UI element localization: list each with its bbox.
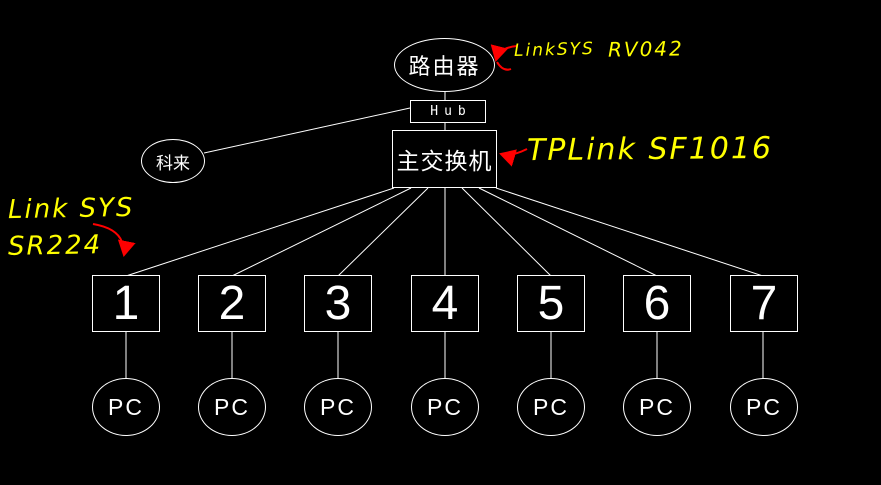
access-box-label: 5 xyxy=(537,277,565,330)
link-monitor-hub xyxy=(203,107,411,154)
annotation-access-model: SR224 xyxy=(7,230,103,262)
access-box-label: 2 xyxy=(218,277,246,330)
red-annotation-arrows xyxy=(92,44,528,257)
pc-node-5: PC xyxy=(517,378,585,436)
hub-node: Hub xyxy=(410,100,486,123)
access-box-6: 6 xyxy=(623,275,691,332)
pc-label: PC xyxy=(746,393,782,420)
access-box-3: 3 xyxy=(304,275,372,332)
link-switch-5 xyxy=(461,187,552,277)
pc-node-1: PC xyxy=(92,378,160,436)
pc-node-4: PC xyxy=(411,378,479,436)
pc-label: PC xyxy=(214,393,250,420)
access-box-label: 6 xyxy=(643,277,671,330)
annotation-router-model: RV042 xyxy=(607,36,684,62)
access-box-5: 5 xyxy=(517,275,585,332)
pc-label: PC xyxy=(108,393,144,420)
pc-node-6: PC xyxy=(623,378,691,436)
access-box-label: 3 xyxy=(324,277,352,330)
pc-label: PC xyxy=(320,393,356,420)
pc-node-3: PC xyxy=(304,378,372,436)
link-switch-6 xyxy=(478,187,658,277)
access-box-label: 7 xyxy=(750,277,778,330)
access-box-7: 7 xyxy=(730,275,798,332)
pc-label: PC xyxy=(533,393,569,420)
monitor-label: 科来 xyxy=(156,153,190,173)
hub-label: Hub xyxy=(430,104,472,119)
monitor-node: 科来 xyxy=(141,139,205,183)
router-label: 路由器 xyxy=(408,54,481,79)
pc-label: PC xyxy=(427,393,463,420)
red-arrow-router-tail-icon xyxy=(496,61,512,71)
switch-fan-links xyxy=(125,187,764,277)
main-switch-node: 主交换机 xyxy=(392,130,497,188)
annotation-switch-model: TPLink SF1016 xyxy=(526,130,774,169)
link-switch-3 xyxy=(337,187,429,277)
red-arrow-to-box1-icon xyxy=(92,223,136,257)
main-switch-label: 主交换机 xyxy=(396,148,493,174)
link-switch-2 xyxy=(231,187,412,277)
red-arrow-to-router-icon xyxy=(490,44,518,62)
router-node: 路由器 xyxy=(394,38,495,92)
box-pc-links xyxy=(125,332,764,378)
pc-node-7: PC xyxy=(730,378,798,436)
access-box-1: 1 xyxy=(92,275,160,332)
access-box-label: 4 xyxy=(431,277,459,330)
annotation-router-brand: LinkSYS xyxy=(513,38,596,62)
annotation-access-brand: Link SYS xyxy=(7,192,135,226)
pc-label: PC xyxy=(639,393,675,420)
red-arrow-to-switch-icon xyxy=(499,148,528,167)
pc-node-2: PC xyxy=(198,378,266,436)
link-switch-7 xyxy=(495,187,764,277)
access-box-4: 4 xyxy=(411,275,479,332)
access-box-2: 2 xyxy=(198,275,266,332)
link-switch-1 xyxy=(125,187,395,277)
access-box-label: 1 xyxy=(112,277,140,330)
